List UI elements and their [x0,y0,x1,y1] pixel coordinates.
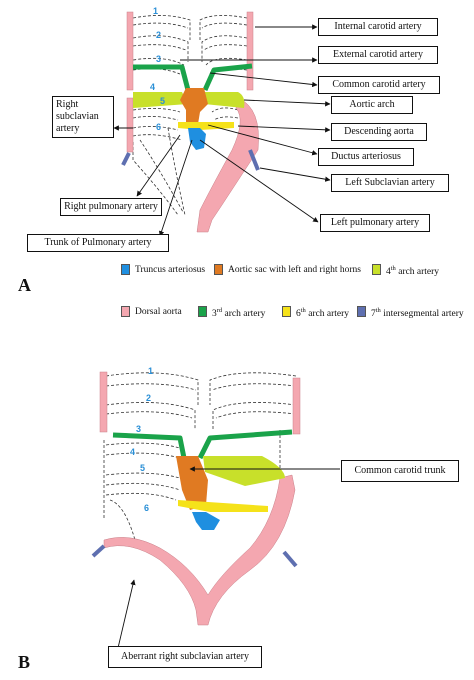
legend-label-fourth-arch: 4th arch artery [386,265,440,278]
intersegmental-right-a [121,152,131,166]
legend-swatch-aortic-sac [214,264,223,275]
label-descending-aorta: Descending aorta [331,123,427,141]
arch-number-4: 4 [150,82,156,92]
panel-a-leader-lines [113,24,331,237]
dorsal-aorta-a [126,11,259,233]
sixth-arch-b [178,500,268,512]
legend-label-aortic-sac: Aortic sac with left and right horns [228,265,361,275]
arch-number-5: 5 [160,96,166,106]
fourth-arch-a [133,92,188,108]
truncus-a [188,128,206,150]
arch-number-2-b: 2 [146,393,152,403]
sixth-arch-a [178,122,234,130]
dorsal-aorta-b [99,371,301,626]
arch-number-4-b: 4 [130,447,136,457]
arch-number-6-b: 6 [144,503,150,513]
legend-swatch-sixth-arch [282,306,291,317]
legend-label-truncus: Truncus arteriosus [135,265,206,275]
label-aortic-arch: Aortic arch [331,96,413,114]
arch-number-6: 6 [156,122,162,132]
arch-number-3-b: 3 [136,424,142,434]
panel-label-a: A [18,275,31,295]
panel-a-diagram [121,11,260,233]
aortic-arch-left-a [203,92,245,108]
legend-swatch-intersegmental [357,306,366,317]
label-trunk-pulmonary: Trunk of Pulmonary artery [27,234,169,252]
intersegmental-right-b [91,544,106,558]
label-right-subclavian: Right subclavian artery [52,96,114,138]
label-ductus-arteriosus: Ductus arteriosus [318,148,414,166]
legend-label-sixth-arch: 6th arch artery [296,307,350,320]
legend-label-third-arch: 3rd arch artery [212,307,266,320]
arch-number-2: 2 [156,30,162,40]
fourth-arch-left-b [203,456,285,486]
legend-swatch-fourth-arch [372,264,381,275]
common-carotid-trunk-b [176,456,208,510]
label-external-carotid: External carotid artery [318,46,438,64]
legend-label-intersegmental: 7th intersegmental artery [371,307,464,320]
label-right-pulmonary: Right pulmonary artery [60,198,162,216]
panel-b-leader-lines [117,466,340,649]
truncus-b [192,512,220,530]
label-aberrant-subclavian: Aberrant right subclavian artery [108,646,262,668]
dashed-arch-outlines-b [103,372,297,541]
label-common-carotid: Common carotid artery [318,76,440,94]
aortic-sac-a [180,88,208,124]
intersegmental-left-a [248,149,260,171]
legend-label-dorsal-aorta: Dorsal aorta [135,307,182,317]
panel-b-diagram [91,371,301,626]
arch-number-5-b: 5 [140,463,146,473]
label-internal-carotid: Internal carotid artery [318,18,438,36]
intersegmental-left-b [282,550,298,568]
third-arch-a [133,63,253,92]
arch-number-3: 3 [156,54,162,64]
arch-number-1-b: 1 [148,366,154,376]
label-common-carotid-trunk: Common carotid trunk [341,460,459,482]
label-left-subclavian: Left Subclavian artery [331,174,449,192]
label-left-pulmonary: Left pulmonary artery [320,214,430,232]
legend-swatch-truncus [121,264,130,275]
legend-swatch-third-arch [198,306,207,317]
third-arch-b [112,429,293,460]
legend-swatch-dorsal-aorta [121,306,130,317]
arch-number-1: 1 [153,6,159,16]
panel-label-b: B [18,652,31,672]
